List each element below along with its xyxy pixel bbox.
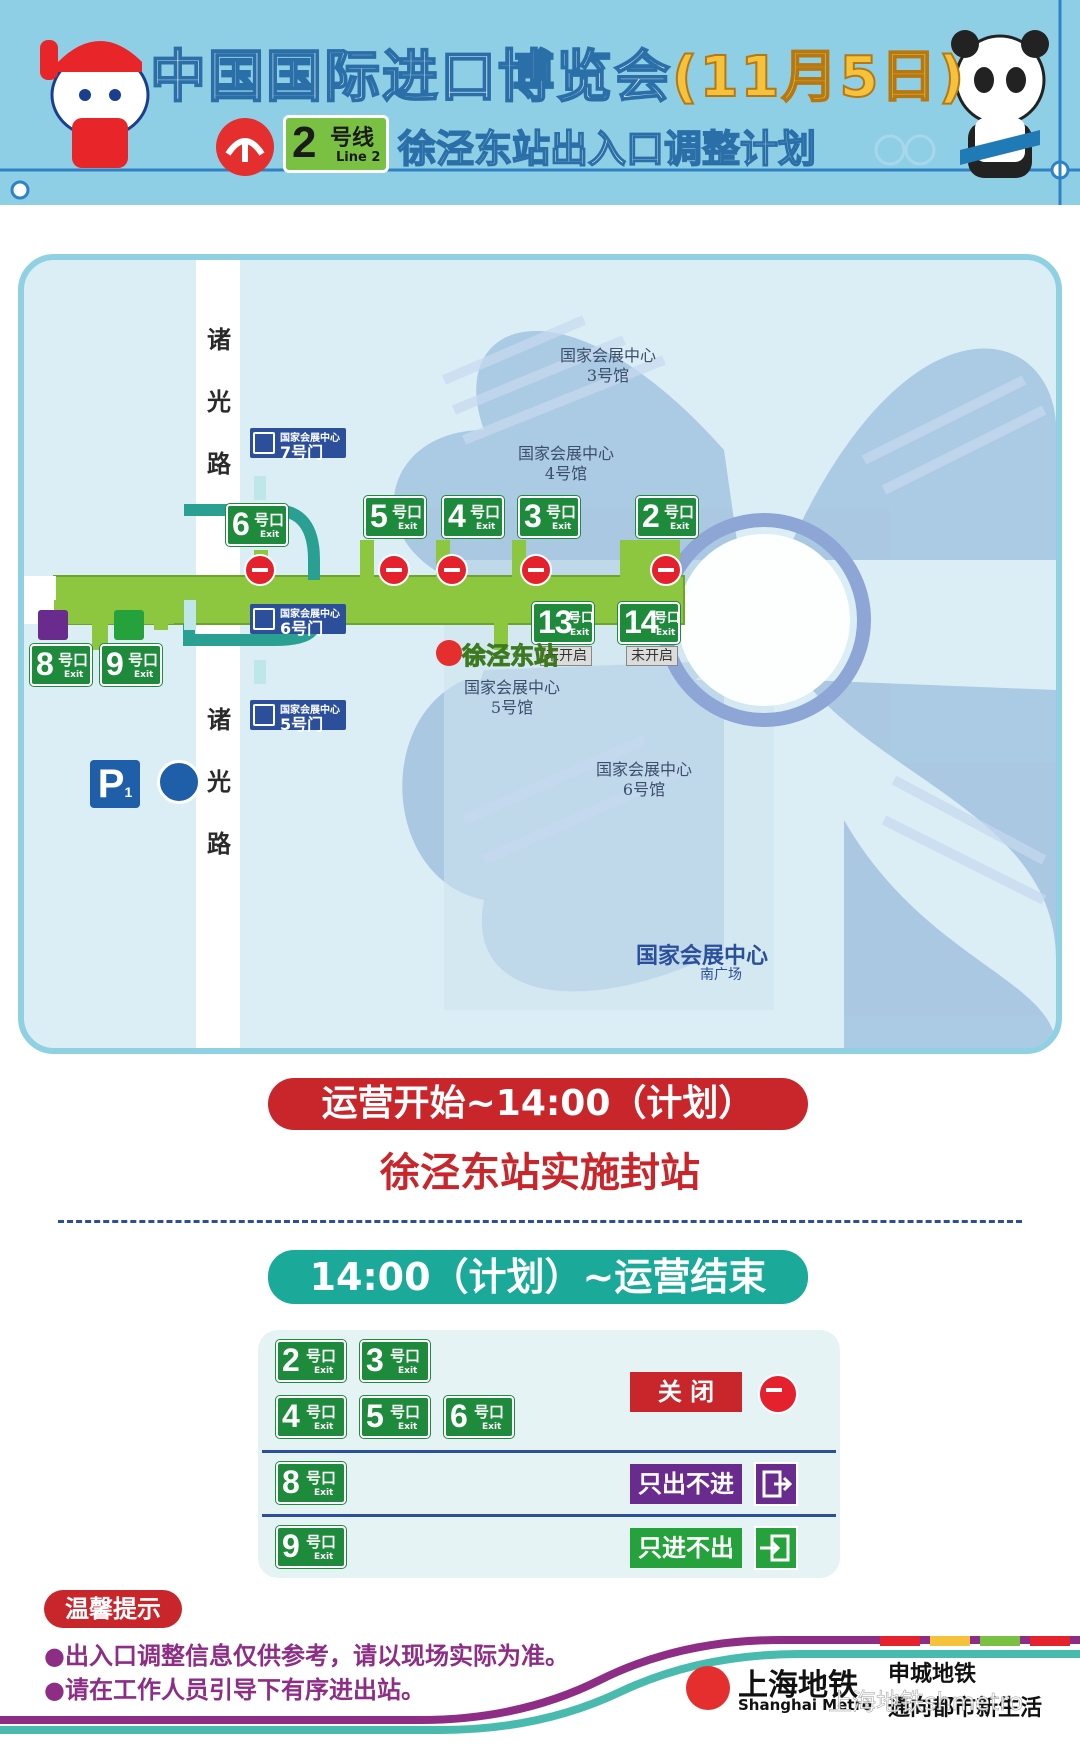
- header-decor: [0, 0, 1080, 205]
- door-icon: [253, 608, 275, 630]
- exhibition-center-shape: [393, 330, 1056, 1048]
- road-name-char: 光: [207, 387, 231, 416]
- tip-item: ●出入口调整信息仅供参考，请以现场实际为准。: [44, 1642, 569, 1670]
- metro-logo-icon: [216, 118, 274, 176]
- road-name-char: 路: [207, 829, 231, 858]
- road-name-char: 路: [207, 449, 231, 478]
- page-title: 中国国际进口博览会(11月5日): [149, 32, 965, 111]
- brand-name: 上海地铁: [738, 1668, 858, 1703]
- gate-sign-6: 国家会展中心 6号门: [250, 604, 346, 638]
- title-text: 中国国际进口博览会: [149, 44, 672, 111]
- bus-icon: [157, 760, 201, 804]
- line-badge: 2 号线 Line 2: [283, 115, 389, 173]
- divider: [58, 1220, 1022, 1223]
- south-plaza-label: 国家会展中心: [636, 943, 769, 969]
- mascot-panda-illustration: [951, 30, 1049, 178]
- watermark: 上海地铁shmetro: [828, 1688, 1024, 1717]
- exit-only-icon: [38, 610, 68, 640]
- no-entry-icon: [758, 1374, 798, 1414]
- legend-divider: [262, 1450, 836, 1453]
- period1-description: 徐泾东站实施封站: [380, 1150, 700, 1196]
- south-plaza-sub: 南广场: [700, 967, 742, 983]
- mascot-left-illustration: [40, 40, 150, 168]
- road-name-char: 诸: [207, 705, 231, 734]
- footer-decor: [0, 1636, 1080, 1734]
- unopened-tag: 未开启: [626, 646, 678, 666]
- metro-logo-icon: [436, 640, 462, 666]
- no-entry-icon: [378, 554, 410, 586]
- road-name-char: 光: [207, 767, 231, 796]
- line-label: 号线: [330, 126, 375, 151]
- no-entry-icon: [244, 554, 276, 586]
- entry-only-icon: [114, 610, 144, 640]
- brand-name-en: Shanghai Metro: [738, 1696, 873, 1714]
- no-entry-icon: [650, 554, 682, 586]
- gate-sign-7: 国家会展中心 7号门: [250, 428, 346, 462]
- no-entry-icon: [520, 554, 552, 586]
- exit-door-icon: [754, 1462, 798, 1506]
- period2-banner: 14:00（计划）~运营结束: [268, 1250, 808, 1304]
- road: [196, 260, 240, 1048]
- tips-title: 温馨提示: [44, 1590, 182, 1628]
- parking-icon: P1: [90, 760, 140, 808]
- line-label-en: Line 2: [336, 150, 381, 165]
- page-subtitle: 徐泾东站出入口调整计划: [397, 126, 817, 172]
- metro-logo-icon: [686, 1666, 730, 1710]
- road-name-char: 诸: [207, 325, 231, 354]
- slogan-line: 申城地铁: [888, 1661, 977, 1687]
- tip-item: ●请在工作人员引导下有序进出站。: [44, 1676, 425, 1704]
- station-name: 徐泾东站: [462, 641, 559, 671]
- entry-only-tag: 只进不出: [630, 1528, 742, 1568]
- entry-door-icon: [754, 1526, 798, 1570]
- slogan-line: 通向都市新生活: [888, 1695, 1043, 1721]
- map-background: [24, 260, 1056, 1048]
- legend-divider: [262, 1514, 836, 1517]
- title-date: (11月5日): [671, 44, 967, 111]
- gate-sign-5: 国家会展中心 5号门: [250, 700, 346, 734]
- exit-only-tag: 只出不进: [630, 1464, 742, 1504]
- door-icon: [253, 704, 275, 726]
- header-banner: 中国国际进口博览会(11月5日) 2 号线 Line 2 徐泾东站出入口调整计划: [0, 0, 1080, 205]
- period1-banner: 运营开始~14:00（计划）: [268, 1078, 808, 1130]
- line-number: 2: [292, 118, 317, 167]
- unopened-tag: 未开启: [540, 646, 592, 666]
- no-entry-icon: [436, 554, 468, 586]
- door-icon: [253, 432, 275, 454]
- closed-tag: 关 闭: [630, 1372, 742, 1412]
